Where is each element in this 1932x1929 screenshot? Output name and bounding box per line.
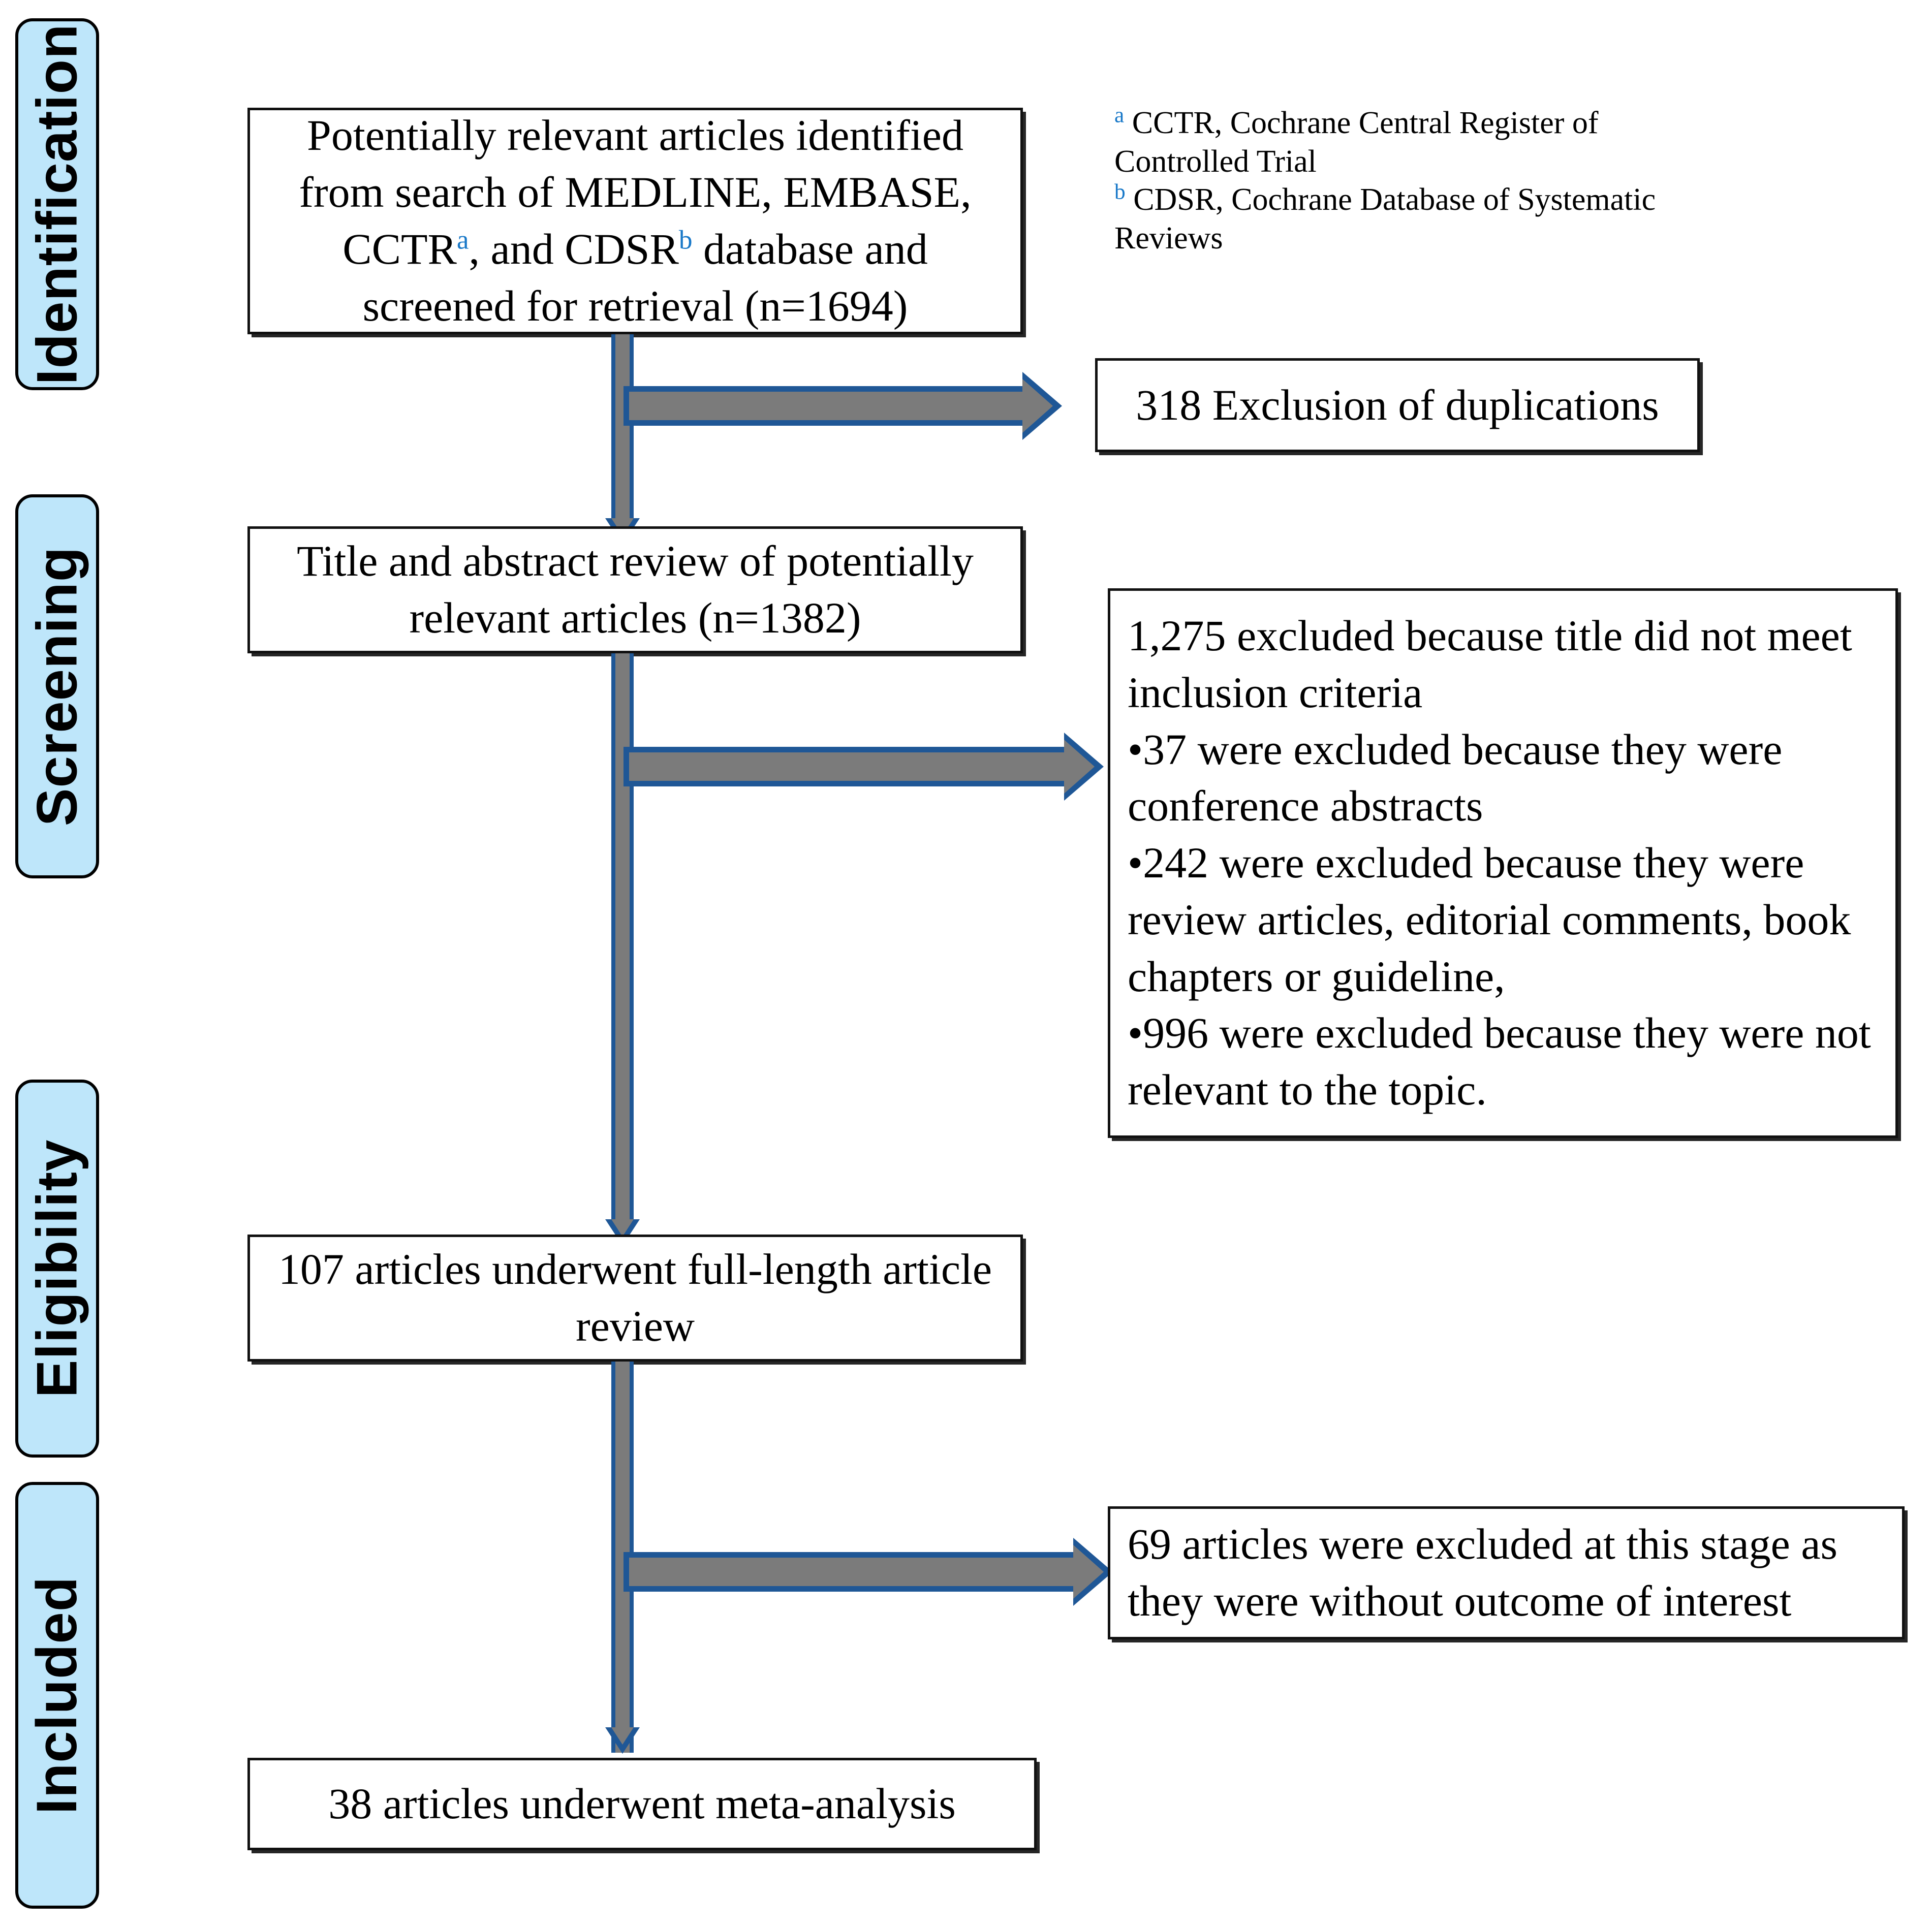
bullet-text: 242 were excluded because they were revi… [1128,838,1851,1001]
stage-label-screening: Screening [25,546,89,827]
box-full-length-review-text: 107 articles underwent full-length artic… [265,1241,1005,1355]
box-eligibility-exclusions-text: 69 articles were excluded at this stage … [1110,1516,1902,1630]
connector-to-screening-exclusions [624,733,1104,801]
footnote-mark-a: a [1114,103,1125,128]
stage-pill-eligibility: Eligibility [15,1080,99,1458]
screening-exclusion-bullet-1: •37 were excluded because they were conf… [1128,721,1885,835]
arrowhead-eligibility-to-included-fill [611,1727,634,1745]
screening-exclusion-bullet-2: •242 were excluded because they were rev… [1128,835,1885,1005]
footnote-entry-b: b CDSR, Cochrane Database of Systematic … [1114,181,1739,258]
bullet-marker: • [1128,724,1143,774]
title-abstract-line-2: relevant articles (n=1382) [409,593,861,642]
stage-pill-screening: Screening [15,494,99,878]
box-screening-exclusions: 1,275 excluded because title did not mee… [1108,588,1898,1138]
stage-pill-identification: Identification [15,18,99,390]
connector-to-duplicates-exclusion [624,372,1062,440]
connector-identified-to-screening [611,334,634,522]
connector-screening-to-eligibility [611,653,634,1223]
arrow-band [624,386,1022,426]
footnote-entry-a: a CCTR, Cochrane Central Register of Con… [1114,104,1739,181]
box-duplicates-excluded: 318 Exclusion of duplications [1095,358,1700,452]
box-screening-exclusions-text: 1,275 excluded because title did not mee… [1110,608,1895,1119]
full-length-line-1: 107 articles underwent full-length artic… [278,1245,992,1294]
title-abstract-line-1: Title and abstract review of potentially [297,536,974,586]
arrowhead-right-fill [1022,379,1053,433]
eligibility-exclusion-line-2: they were without outcome of interest [1128,1576,1792,1625]
bullet-text: 37 were excluded because they were confe… [1128,724,1783,831]
box-duplicates-excluded-text: 318 Exclusion of duplications [1136,380,1659,429]
superscript-b: b [678,224,693,255]
footnote-text-a: CCTR, Cochrane Central Register of Contr… [1114,106,1599,179]
arrow-band [624,747,1064,786]
arrow-band [624,1552,1073,1592]
connector-to-eligibility-exclusions [624,1538,1113,1606]
arrowhead-right-fill [1073,1545,1104,1599]
screening-exclusion-bullet-3: •996 were excluded because they were not… [1128,1005,1885,1119]
full-length-line-2: review [576,1302,695,1350]
arrowhead-screening-to-eligibility-fill [611,1219,634,1237]
identified-line-3-pre: CCTR [342,225,457,273]
screening-exclusion-lead: 1,275 excluded because title did not mee… [1128,611,1852,717]
identified-line-2: from search of MEDLINE, EMBASE, [299,168,972,217]
stage-label-identification: Identification [25,23,89,385]
footnote-legend: a CCTR, Cochrane Central Register of Con… [1114,104,1739,258]
box-articles-identified-text: Potentially relevant articles identified… [286,107,984,334]
box-eligibility-exclusions: 69 articles were excluded at this stage … [1108,1506,1905,1639]
box-full-length-review: 107 articles underwent full-length artic… [247,1235,1023,1362]
stage-pill-included: Included [15,1482,99,1909]
identified-line-3-post: database and [692,225,928,273]
box-meta-analysis: 38 articles underwent meta-analysis [247,1758,1037,1850]
bullet-marker: • [1128,838,1143,888]
bullet-marker: • [1128,1008,1143,1058]
bullet-text: 996 were excluded because they were not … [1128,1008,1871,1115]
arrowhead-right-fill [1064,740,1095,794]
stage-label-eligibility: Eligibility [25,1139,89,1398]
box-title-abstract-review-text: Title and abstract review of potentially… [284,533,987,647]
identified-line-1: Potentially relevant articles identified [307,111,963,160]
stage-label-included: Included [25,1576,89,1815]
box-articles-identified: Potentially relevant articles identified… [247,108,1023,334]
box-title-abstract-review: Title and abstract review of potentially… [247,526,1023,653]
eligibility-exclusion-line-1: 69 articles were excluded at this stage … [1128,1520,1837,1569]
identified-line-4: screened for retrieval (n=1694) [362,281,908,330]
footnote-mark-b: b [1114,179,1126,204]
footnote-text-b: CDSR, Cochrane Database of Systematic Re… [1114,182,1656,256]
superscript-a: a [456,224,469,255]
identified-line-3-mid: , and CDSR [469,225,679,273]
box-meta-analysis-text: 38 articles underwent meta-analysis [328,1779,956,1828]
